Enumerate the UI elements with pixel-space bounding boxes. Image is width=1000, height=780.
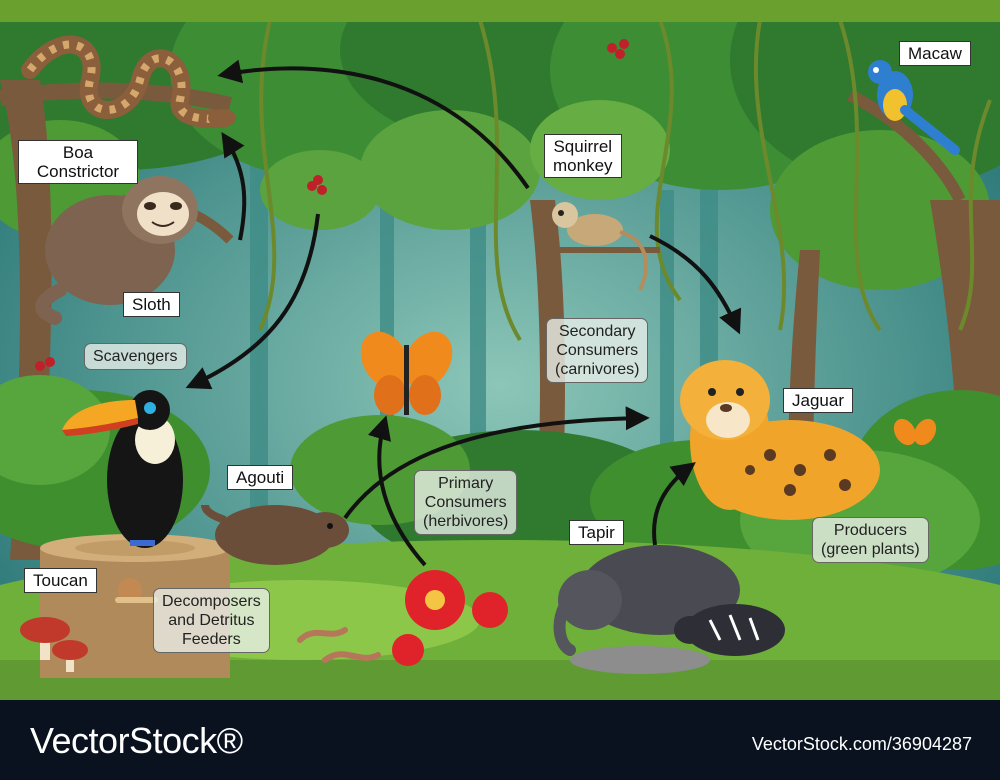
category-primary-consumers: Primary Consumers (herbivores)	[414, 470, 518, 535]
primary-line-3: (herbivores)	[423, 513, 509, 530]
squirrel-monkey-illustration	[539, 202, 660, 291]
toucan-illustration	[62, 390, 183, 548]
food-web-arrows	[185, 59, 742, 567]
category-decomposers: Decomposers and Detritus Feeders	[153, 588, 270, 653]
label-macaw: Macaw	[899, 41, 971, 66]
berries	[35, 39, 629, 371]
arrow-tapir-to-jaguar	[652, 462, 696, 546]
label-sloth: Sloth	[123, 292, 180, 317]
jungle-scene	[0, 0, 1000, 700]
secondary-line-3: (carnivores)	[555, 361, 640, 378]
arrow-squirrel-monkey-to-boa	[217, 59, 530, 190]
sloth-illustration	[35, 176, 234, 325]
mushrooms	[20, 617, 88, 672]
label-boa-constrictor: Boa Constrictor	[18, 140, 138, 184]
label-boa-line-1: Boa	[62, 143, 94, 162]
worms	[297, 627, 381, 663]
producers-line-1: Producers	[833, 522, 907, 539]
macaw-illustration	[868, 60, 960, 155]
label-agouti: Agouti	[227, 465, 294, 490]
label-tapir: Tapir	[569, 520, 624, 545]
secondary-line-2: Consumers	[556, 342, 639, 359]
arrow-agouti-to-secondary	[343, 406, 650, 520]
small-butterfly-illustration	[893, 418, 937, 446]
footer-bar: VectorStock® VectorStock.com/36904287	[0, 700, 1000, 780]
primary-line-2: Consumers	[424, 494, 507, 511]
category-scavengers: Scavengers	[84, 343, 187, 370]
arrow-squirrel-monkey-to-jaguar	[649, 234, 742, 335]
snail-illustration	[115, 578, 158, 603]
boa-constrictor-illustration	[21, 35, 236, 128]
top-border	[0, 0, 1000, 22]
secondary-line-1: Secondary	[558, 323, 636, 340]
category-producers: Producers (green plants)	[812, 517, 929, 563]
decomposers-line-2: and Detritus	[168, 612, 255, 629]
hibiscus-flowers	[392, 570, 508, 666]
decomposers-line-1: Decomposers	[162, 593, 261, 610]
label-toucan: Toucan	[24, 568, 97, 593]
label-jaguar: Jaguar	[783, 388, 853, 413]
label-squirrel-line-2: monkey	[553, 156, 613, 175]
arrow-berries-to-scavengers	[185, 213, 320, 390]
jaguar-illustration	[680, 360, 880, 520]
label-squirrel-line-1: Squirrel	[553, 137, 613, 156]
arrow-flower-to-butterfly	[367, 415, 427, 567]
label-boa-line-2: Constrictor	[36, 162, 120, 181]
footer-brand: VectorStock®	[30, 720, 243, 761]
decomposers-line-3: Feeders	[182, 631, 241, 648]
tapir-illustration	[553, 545, 785, 674]
primary-line-1: Primary	[438, 475, 494, 492]
producers-line-2: (green plants)	[821, 541, 920, 558]
butterfly-illustration	[360, 331, 453, 415]
footer-stock-id: VectorStock.com/36904287	[751, 734, 972, 754]
label-squirrel-monkey: Squirrel monkey	[544, 134, 622, 178]
agouti-illustration	[201, 504, 349, 565]
category-secondary-consumers: Secondary Consumers (carnivores)	[546, 318, 649, 383]
arrow-sloth-to-boa	[221, 131, 247, 241]
